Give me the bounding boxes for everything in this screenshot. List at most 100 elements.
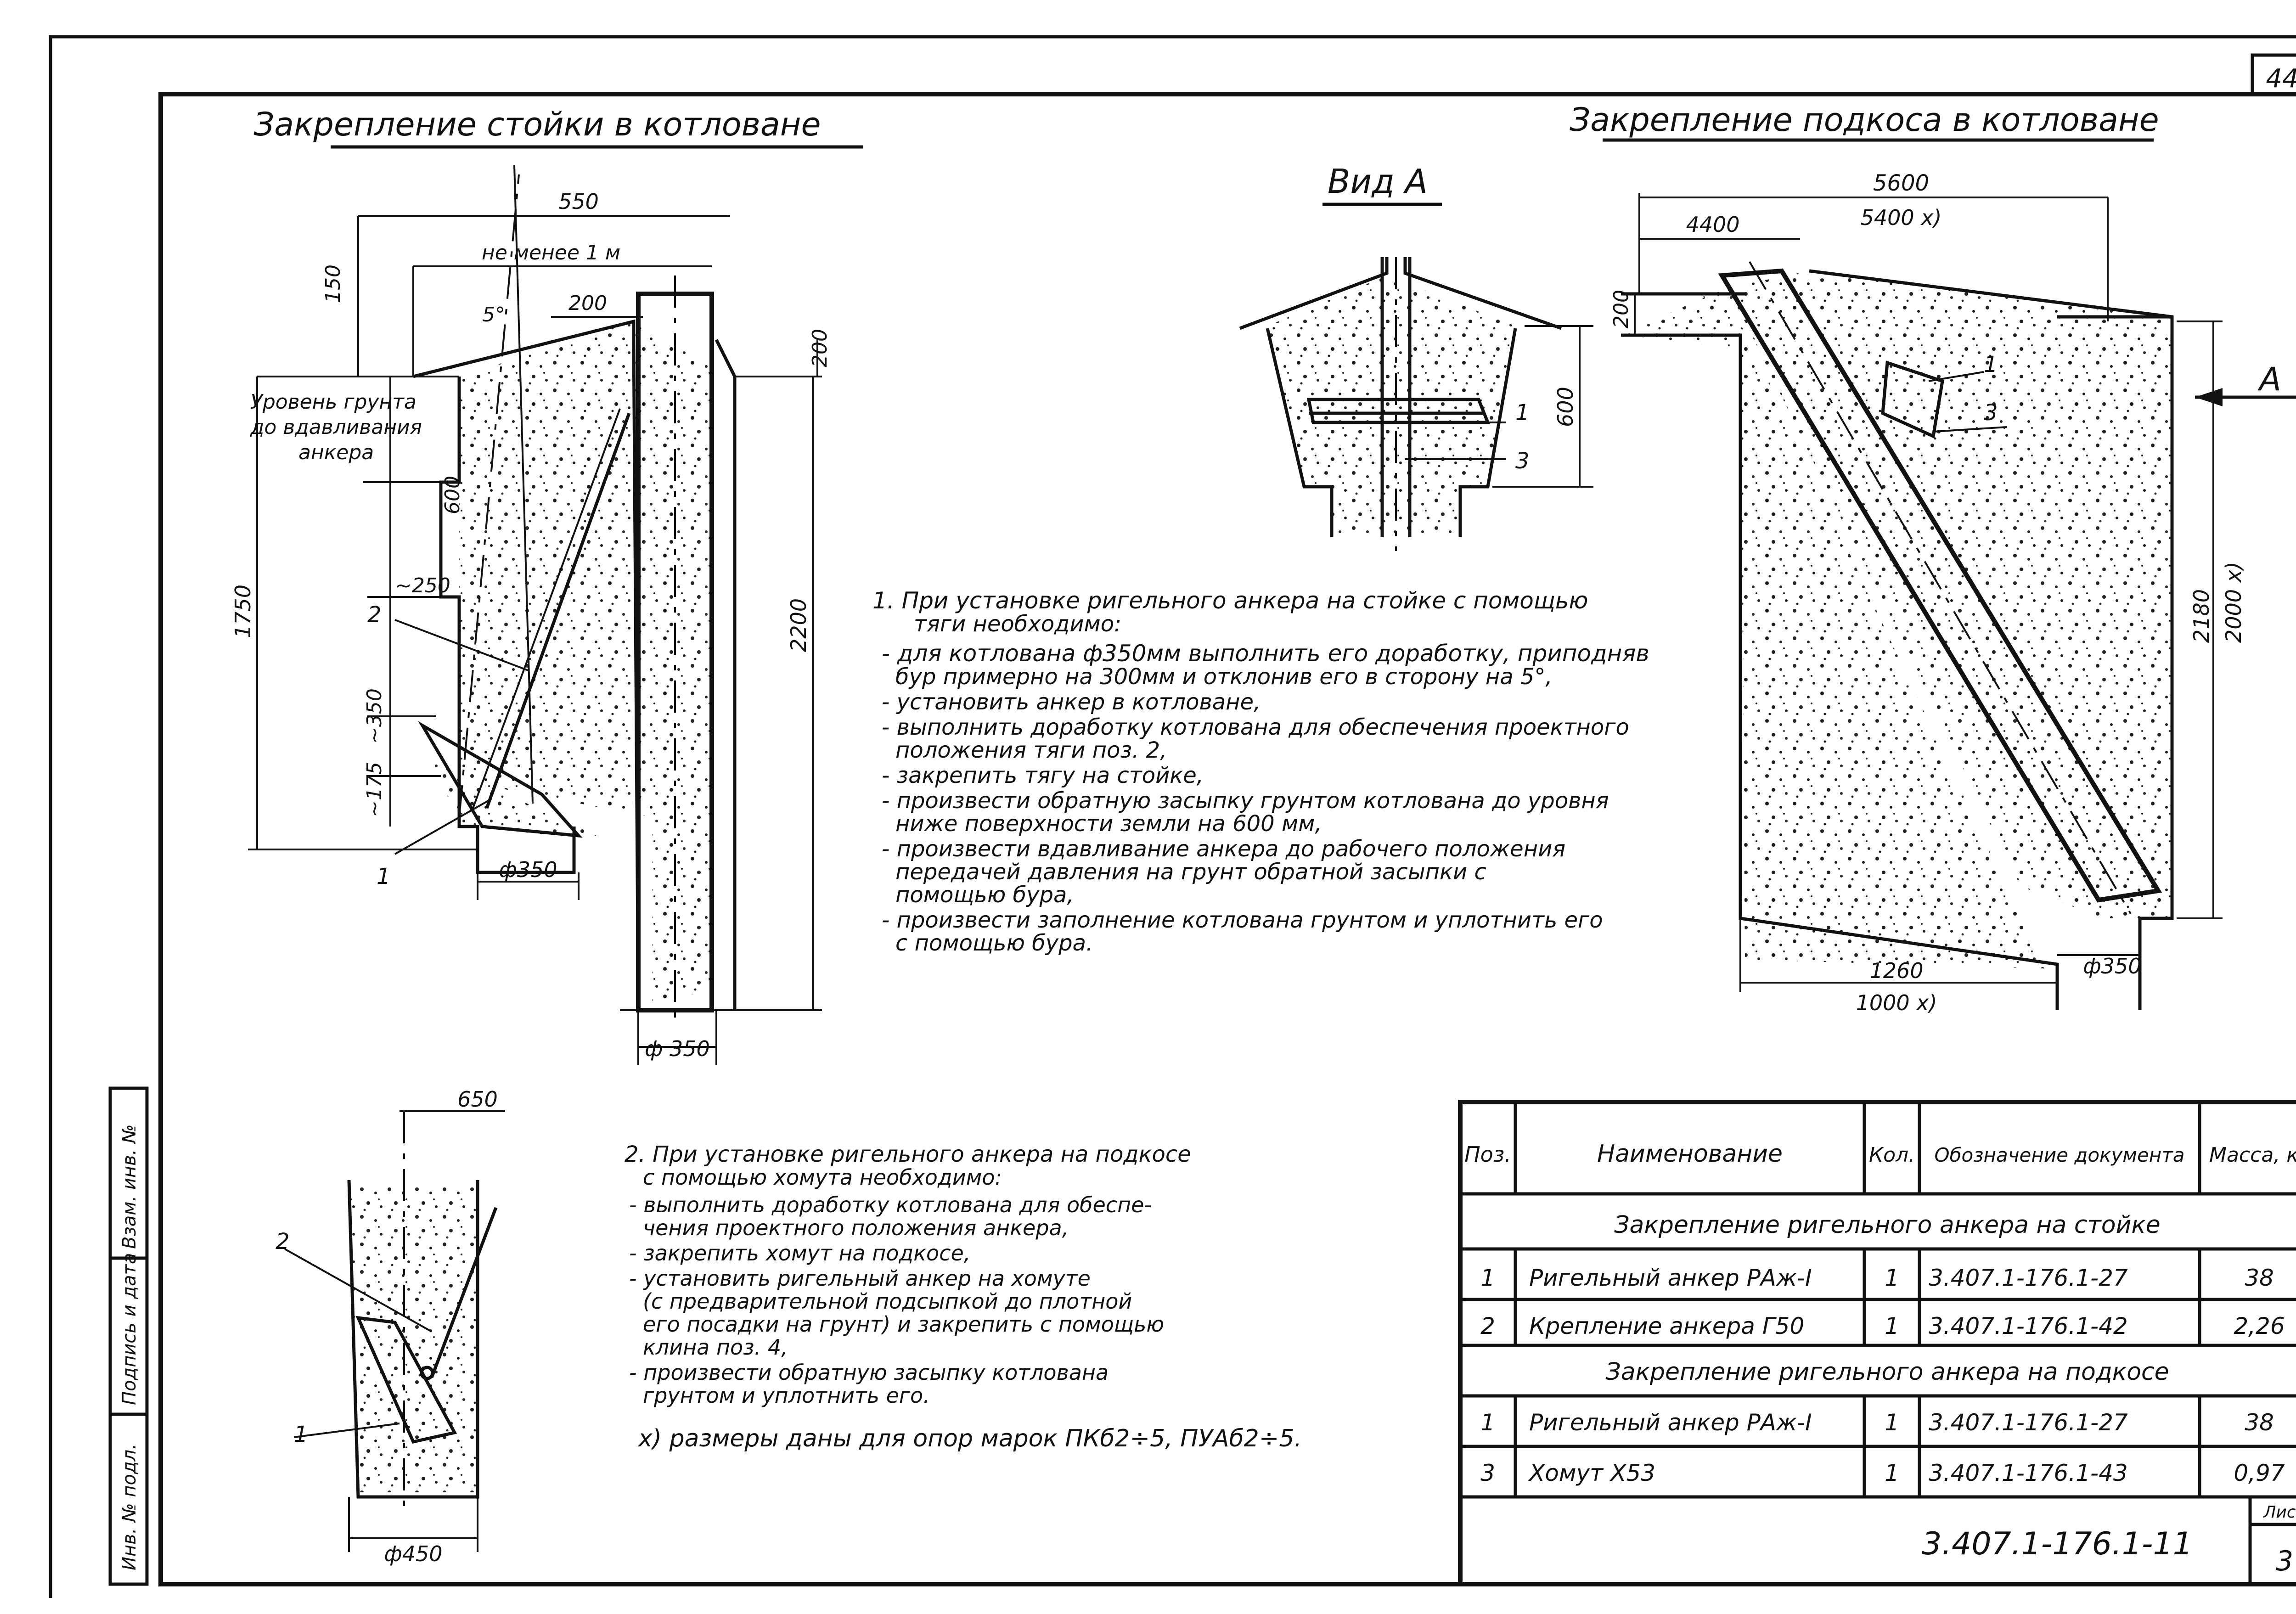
view-a-drawing: [1239, 257, 1593, 551]
note1-line: - установить анкер в котловане,: [882, 689, 1261, 715]
section-1: Закрепление ригельного анкера на стойке: [1614, 1211, 2161, 1239]
title-right: Закрепление подкоса в котловане: [1570, 101, 2159, 139]
th-mass: Масса, кг: [2209, 1143, 2296, 1167]
note2-line: грунтом и уплотнить его.: [643, 1383, 930, 1408]
dim-dia: ф350: [2083, 954, 2141, 979]
cell: Хомут Х53: [1528, 1460, 1655, 1486]
sheet-number: 44: [2266, 64, 2296, 94]
right-view-drawing: [1621, 193, 2296, 1010]
note1-line: передачей давления на грунт обратной зас…: [895, 859, 1486, 885]
view-a-dim-600: 600: [1553, 387, 1578, 427]
arrow-a-label: А: [2257, 360, 2281, 398]
note1-line: - произвести вдавливание анкера до рабоч…: [882, 836, 1565, 862]
note1-line: - закрепить тягу на стойке,: [882, 763, 1204, 788]
th-doc: Обозначение документа: [1935, 1144, 2185, 1166]
view-a-labels: 600 1 3: [1515, 387, 1578, 474]
note1-line: бур примерно на 300мм и отклонив его в с…: [895, 664, 1553, 690]
right-callout-1: 1: [1984, 352, 1998, 377]
view-a-callout-1: 1: [1515, 400, 1530, 426]
title-block-sheet-label: Лист: [2262, 1503, 2296, 1522]
cell: 1: [1480, 1409, 1495, 1436]
note1-line: тяги необходимо:: [914, 611, 1121, 637]
cell: 3.407.1-176.1-42: [1929, 1313, 2128, 1339]
cell: 38: [2245, 1265, 2274, 1291]
cell: Ригельный анкер РАж-I: [1529, 1265, 1812, 1291]
cell: 1: [1480, 1265, 1495, 1291]
dim-2000: 2000 x): [2221, 562, 2246, 643]
cell: 3.407.1-176.1-27: [1929, 1265, 2128, 1291]
bottom-view-drawing: [284, 1110, 505, 1552]
note1-line: положения тяги поз. 2,: [895, 737, 1167, 763]
dim-5400: 5400 x): [1861, 205, 1942, 230]
dim-2180: 2180: [2189, 589, 2214, 643]
left-view-drawing: [248, 165, 822, 1065]
note2-line: клина поз. 4,: [643, 1335, 788, 1360]
cell: 3: [1480, 1460, 1495, 1486]
spec-table: Поз. Наименование Кол. Обозначение докум…: [1458, 1100, 2296, 1586]
outer-frame: 44: [49, 35, 2296, 1598]
title-left: Закрепление стойки в котловане: [253, 106, 821, 143]
title-view-a: Вид А: [1328, 162, 1428, 201]
dim-250: ~250: [395, 574, 450, 597]
callout-2: 2: [367, 602, 382, 628]
note2-line: - выполнить доработку котлована для обес…: [629, 1192, 1152, 1217]
note1-line: 1. При установке ригельного анкера на ст…: [872, 587, 1588, 614]
note2-line: с помощью хомута необходимо:: [643, 1165, 1002, 1190]
dim-dia-pole: ф 350: [645, 1036, 710, 1061]
cell: 3.407.1-176.1-43: [1929, 1460, 2128, 1486]
title-block-sheet: 3: [2276, 1545, 2293, 1577]
cell: Ригельный анкер РАж-I: [1529, 1409, 1812, 1436]
dim-550: 550: [558, 189, 599, 214]
cell: 1: [1885, 1313, 1899, 1339]
cell: 0,97: [2234, 1460, 2285, 1486]
ground-label-3: анкера: [298, 441, 374, 464]
note1-line: - произвести обратную засыпку грунтом ко…: [882, 788, 1609, 814]
th-qty: Кол.: [1869, 1143, 1915, 1167]
note2-line: - произвести обратную засыпку котлована: [629, 1360, 1109, 1385]
note2-line: чения проектного положения анкера,: [643, 1215, 1069, 1240]
note2-line: - закрепить хомут на подкосе,: [629, 1241, 970, 1265]
cell: 2,26: [2234, 1313, 2285, 1339]
dim-200: 200: [1609, 290, 1633, 328]
section-2: Закрепление ригельного анкера на подкосе: [1605, 1358, 2169, 1386]
dim-4400: 4400: [1686, 212, 1739, 237]
title-block-code: 3.407.1-176.1-11: [1922, 1526, 2193, 1562]
bottom-callout-2: 2: [276, 1229, 290, 1254]
dim-2200: 2200: [786, 598, 811, 652]
dim-1750: 1750: [231, 585, 255, 638]
side-stamp: Инв. № подл. Подпись и дата Взам. инв. №: [108, 1086, 149, 1586]
dim-5600: 5600: [1873, 170, 1929, 196]
left-view-labels: Уровень грунта до вдавливания анкера 550…: [231, 189, 832, 1061]
notes-2: 2. При установке ригельного анкера на по…: [625, 1142, 1302, 1452]
note1-line: - произвести заполнение котлована грунто…: [882, 907, 1603, 933]
note1-line: ниже поверхности земли на 600 мм,: [895, 811, 1322, 837]
note1-line: - для котлована ф350мм выполнить его дор…: [882, 640, 1649, 667]
right-view-labels: 5600 5400 x) 4400 200 2180 2000 x) 1260 …: [1609, 170, 2281, 1015]
note2-line: - установить ригельный анкер на хомуте: [629, 1266, 1091, 1291]
dim-600: 600: [441, 476, 464, 514]
bottom-view-labels: 650 ф450 2 1: [276, 1087, 498, 1566]
ground-label-2: до вдавливания: [250, 416, 422, 439]
dim-1260: 1260: [1869, 958, 1923, 983]
dim-dia450: ф450: [384, 1541, 442, 1566]
dim-not-less: не менее 1 м: [482, 241, 620, 264]
titles: Закрепление стойки в котловане Закреплен…: [253, 101, 2159, 206]
cell: 1: [1885, 1460, 1899, 1486]
th-name: Наименование: [1597, 1140, 1783, 1168]
stamp-sign: Подпись и дата: [119, 1253, 140, 1405]
stamp-replace: Взам. инв. №: [119, 1124, 140, 1249]
right-callout-3: 3: [1984, 400, 1998, 426]
dim-dia-pit: ф350: [499, 857, 557, 882]
note1-line: - выполнить доработку котлована для обес…: [882, 714, 1629, 740]
dim-200b: 200: [808, 329, 832, 367]
note2-line: (с предварительной подсыпкой до плотной: [643, 1289, 1132, 1314]
dim-200: 200: [568, 292, 607, 315]
cell: Крепление анкера Г50: [1529, 1313, 1804, 1339]
dim-150: 150: [321, 264, 345, 303]
view-a-callout-3: 3: [1515, 448, 1530, 474]
cell: 1: [1885, 1265, 1899, 1291]
cell: 1: [1885, 1409, 1899, 1436]
th-pos: Поз.: [1464, 1142, 1511, 1167]
notes-1: 1. При установке ригельного анкера на ст…: [872, 587, 1649, 956]
